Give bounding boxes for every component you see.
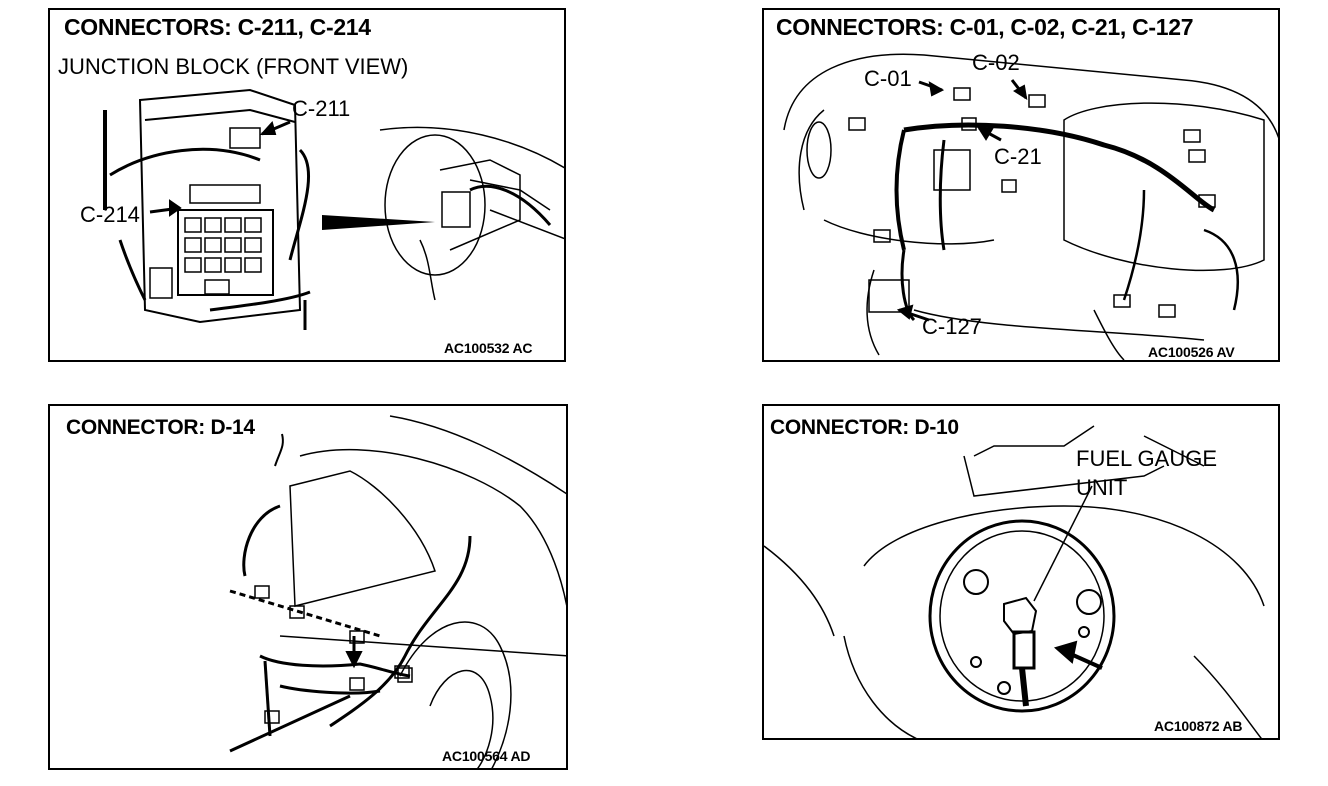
figure-code: AC100526 AV	[1148, 344, 1235, 360]
figure-code: AC100564 AD	[442, 748, 531, 764]
figure-code: AC100532 AC	[444, 340, 533, 356]
diagram-panel-d10: CONNECTOR: D-10 FUEL GAUGE UNIT AC100872…	[762, 404, 1280, 740]
fuel-tank-illustration	[764, 425, 1265, 738]
panel-title: CONNECTOR: D-14	[66, 416, 255, 439]
figure-code: AC100872 AB	[1154, 718, 1243, 734]
panel-title: CONNECTOR: D-10	[770, 416, 959, 439]
callout-c01: C-01	[864, 66, 912, 91]
rear-harness-illustration	[229, 415, 566, 768]
callout-c02: C-02	[972, 50, 1020, 75]
dashboard-harness-illustration	[783, 53, 1278, 360]
junction-block-illustration	[103, 88, 564, 330]
diagram-panel-c01-c02-c21-c127: CONNECTORS: C-01, C-02, C-21, C-127 C-01…	[762, 8, 1280, 362]
callout-c214: C-214	[80, 202, 140, 227]
panel-subtitle: JUNCTION BLOCK (FRONT VIEW)	[58, 54, 409, 79]
callout-c127: C-127	[922, 314, 982, 339]
callout-c21: C-21	[994, 144, 1042, 169]
panel-title: CONNECTORS: C-01, C-02, C-21, C-127	[776, 14, 1194, 40]
callout-c211: C-211	[292, 96, 351, 121]
callout-fuel-gauge: FUEL GAUGE	[1076, 446, 1217, 471]
diagram-panel-d14: CONNECTOR: D-14 AC100564 AD	[48, 404, 568, 770]
callout-unit: UNIT	[1076, 475, 1128, 500]
panel-title: CONNECTORS: C-211, C-214	[64, 14, 371, 40]
diagram-panel-c211-c214: CONNECTORS: C-211, C-214 JUNCTION BLOCK …	[48, 8, 566, 362]
